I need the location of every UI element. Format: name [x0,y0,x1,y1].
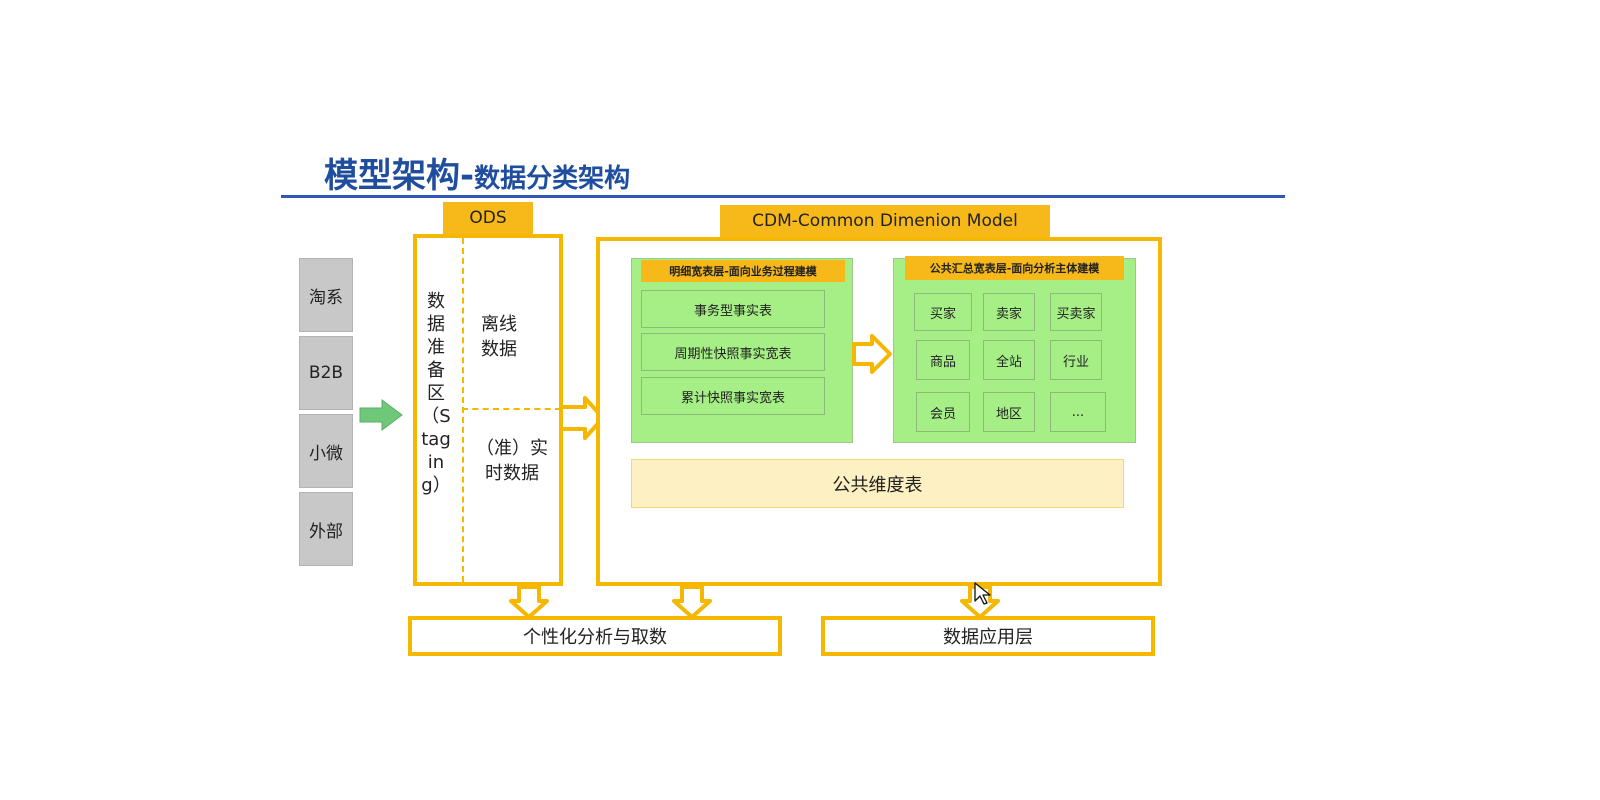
offline-data-label: 离线数据 [481,314,517,360]
ods-to-cdm-arrow-icon [559,396,605,440]
staging-label: 数据准备区（Staging） [421,291,451,496]
cdm-tab: CDM-Common Dimenion Model [720,205,1050,237]
source-xiaowei: 小微 [299,414,353,488]
page-title: 模型架构-数据分类架构 [324,148,630,196]
ods-down-arrow-icon [509,585,549,619]
cdm-tab-label: CDM-Common Dimenion Model [752,211,1018,231]
mouse-cursor-icon [974,582,991,605]
title-main: 模型架构 [324,156,460,196]
ods-divider [462,238,464,582]
summary-cell-more: ... [1050,392,1106,432]
source-taoxi: 淘系 [299,258,353,332]
summary-cell-industry: 行业 [1050,340,1102,380]
ods-horizontal-divider [462,408,561,410]
ods-box: 数据准备区（Staging） 离线数据 （准）实时数据 [413,234,563,586]
summary-cell-site: 全站 [983,340,1035,380]
personalized-analysis-box: 个性化分析与取数 [408,616,782,656]
source-b2b: B2B [299,336,353,410]
cdm-down-arrow-left-icon [672,585,712,619]
data-application-layer-box: 数据应用层 [821,616,1155,656]
summary-cell-buyer: 买家 [914,293,972,331]
summary-cell-product: 商品 [916,340,970,380]
public-dimension-table: 公共维度表 [631,459,1124,508]
fact-table-periodic-snapshot: 周期性快照事实宽表 [641,333,825,371]
title-sub: 数据分类架构 [474,164,631,194]
summary-layer-header: 公共汇总宽表层-面向分析主体建模 [905,256,1124,280]
summary-cell-member: 会员 [916,392,970,432]
detail-to-summary-arrow-icon [852,334,892,374]
title-separator: - [460,156,475,196]
title-underline [281,195,1285,198]
realtime-data-label: （准）实时数据 [476,438,548,484]
summary-cell-buyer-seller: 买卖家 [1050,293,1102,331]
source-external: 外部 [299,492,353,566]
fact-table-transaction: 事务型事实表 [641,290,825,328]
ods-tab: ODS [443,202,533,234]
sources-to-ods-arrow-icon [359,399,403,431]
summary-cell-region: 地区 [983,392,1035,432]
fact-table-accumulating-snapshot: 累计快照事实宽表 [641,377,825,415]
detail-layer-header: 明细宽表层-面向业务过程建模 [641,260,845,282]
summary-cell-seller: 卖家 [983,293,1035,331]
